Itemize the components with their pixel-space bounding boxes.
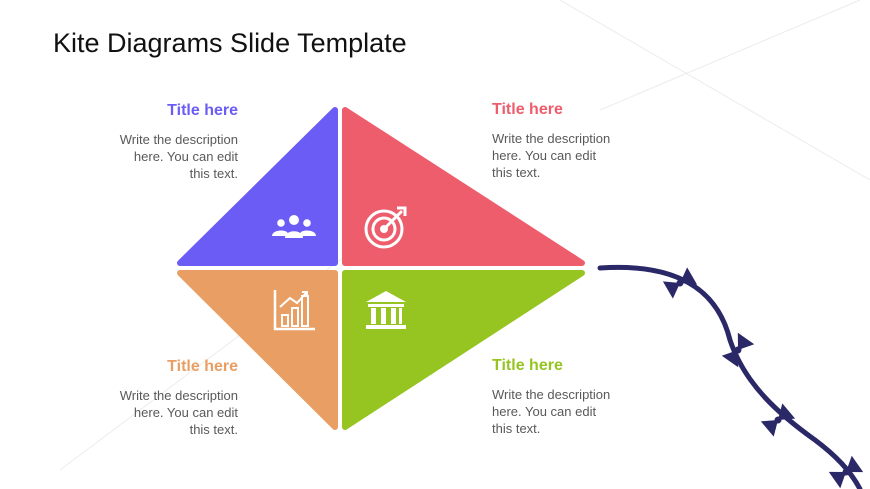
description-line: Write the description bbox=[492, 387, 611, 402]
target-icon bbox=[364, 206, 407, 249]
block-description-bottom-left: Write the description here. You can edit… bbox=[38, 387, 238, 438]
block-description-top-left: Write the description here. You can edit… bbox=[38, 131, 238, 182]
slide-title: Kite Diagrams Slide Template bbox=[53, 28, 407, 58]
bow-icon bbox=[828, 455, 864, 489]
text-block-bottom-right: Title here Write the description here. Y… bbox=[492, 357, 692, 437]
text-block-top-left: Title here Write the description here. Y… bbox=[38, 102, 238, 182]
people-icon bbox=[272, 215, 316, 238]
description-line: here. You can edit bbox=[492, 404, 597, 419]
text-block-top-right: Title here Write the description here. Y… bbox=[492, 101, 692, 181]
description-line: this text. bbox=[492, 165, 541, 180]
description-line: here. You can edit bbox=[133, 405, 238, 420]
kite-quadrant-top-right bbox=[342, 107, 585, 266]
description-line: this text. bbox=[492, 421, 541, 436]
kite-quadrant-bottom-right bbox=[342, 270, 585, 430]
bow-icon bbox=[721, 332, 755, 368]
block-title-bottom-right: Title here bbox=[492, 357, 563, 374]
block-title-top-right: Title here bbox=[492, 101, 563, 118]
block-description-bottom-right: Write the description here. You can edit… bbox=[492, 386, 692, 437]
block-title-bottom-left: Title here bbox=[167, 358, 238, 375]
description-line: this text. bbox=[189, 166, 238, 181]
text-block-bottom-left: Title here Write the description here. Y… bbox=[38, 358, 238, 438]
description-line: here. You can edit bbox=[133, 149, 238, 164]
description-line: Write the description bbox=[119, 388, 238, 403]
kite-quadrant-top-left bbox=[177, 107, 338, 266]
bow-icon bbox=[662, 267, 698, 299]
description-line: Write the description bbox=[119, 132, 238, 147]
description-line: this text. bbox=[189, 422, 238, 437]
block-title-top-left: Title here bbox=[167, 102, 238, 119]
kite-quadrant-bottom-left bbox=[177, 270, 338, 430]
bow-icon bbox=[760, 403, 796, 437]
bank-icon bbox=[366, 291, 406, 329]
description-line: Write the description bbox=[492, 131, 611, 146]
growth-chart-icon bbox=[273, 290, 315, 331]
block-description-top-right: Write the description here. You can edit… bbox=[492, 130, 692, 181]
description-line: here. You can edit bbox=[492, 148, 597, 163]
